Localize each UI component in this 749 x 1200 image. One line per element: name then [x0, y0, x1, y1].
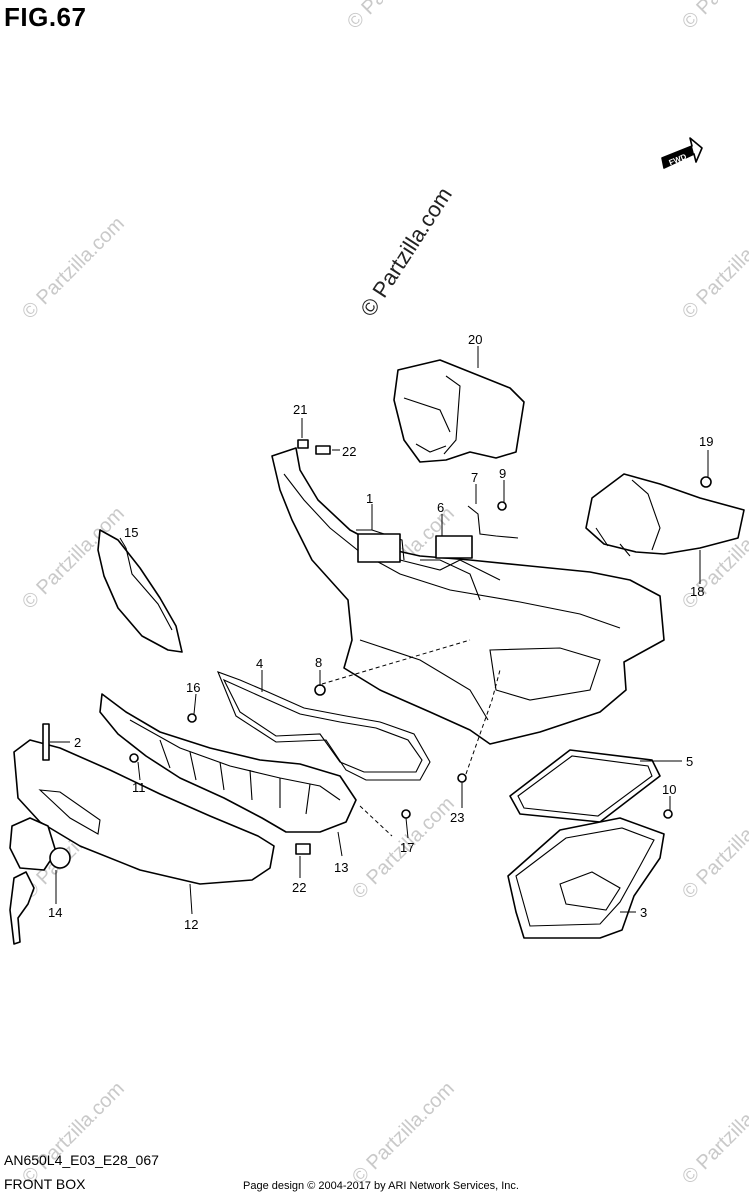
callout-13: 13: [334, 860, 348, 875]
callout-5: 5: [686, 754, 693, 769]
part-20-upper-cover: [393, 359, 525, 463]
small-hardware: [129, 439, 712, 855]
part-6-block: [435, 535, 473, 559]
callout-18: 18: [690, 584, 704, 599]
part-3-lower-box: [507, 817, 665, 939]
callout-7: 7: [471, 470, 478, 485]
callout-8: 8: [315, 655, 322, 670]
watermark: © Partzilla.com: [18, 213, 129, 324]
part-19-screw: [700, 476, 712, 488]
callout-numbers: 1 2 3 4 5 6 7 8 9 10 11 12 13 14 15 16 1…: [48, 332, 713, 932]
part-22-cushion: [315, 445, 331, 455]
footer-copyright: Page design © 2004-2017 by ARI Network S…: [243, 1180, 519, 1192]
callout-1: 1: [366, 491, 373, 506]
part-23-screw: [457, 773, 467, 783]
callout-2: 2: [74, 735, 81, 750]
part-8-screw: [314, 684, 326, 696]
leader-lines: [50, 346, 709, 915]
callout-21: 21: [293, 402, 307, 417]
part-12-front-panel: [13, 739, 275, 885]
part-11-screw: [129, 753, 139, 763]
part-13-grille-frame: [99, 693, 357, 833]
callout-22-lower: 22: [292, 880, 306, 895]
callout-15: 15: [124, 525, 138, 540]
callout-20: 20: [468, 332, 482, 347]
part-17-screw: [401, 809, 411, 819]
part-5-seal: [509, 749, 661, 823]
part-15-left-cover: [97, 529, 183, 653]
part-4-seal: [217, 671, 431, 781]
callout-3: 3: [640, 905, 647, 920]
callout-14: 14: [48, 905, 62, 920]
figure-code: AN650L4_E03_E28_067: [4, 1152, 159, 1168]
watermark: © Partzilla.com: [678, 1078, 749, 1189]
callout-6: 6: [437, 500, 444, 515]
part-2-pin: [42, 723, 50, 761]
callout-23: 23: [450, 810, 464, 825]
callout-19: 19: [699, 434, 713, 449]
watermark: © Partzilla.com: [18, 1078, 129, 1189]
part-16-screw: [187, 713, 197, 723]
part-21-nut: [297, 439, 309, 449]
part-22-cushion-lower: [295, 843, 311, 855]
part-14-lock: [9, 817, 71, 945]
callout-17: 17: [400, 840, 414, 855]
watermark: © Partzilla.com: [348, 1078, 459, 1189]
watermark: © Partzilla.com: [678, 793, 749, 904]
callout-22: 22: [342, 444, 356, 459]
watermark: © Partzilla.com: [678, 0, 749, 34]
part-10-screw: [663, 809, 673, 819]
watermark-center: © Partzilla.com: [355, 183, 457, 321]
part-9-screw: [497, 501, 507, 511]
figure-subtitle: FRONT BOX: [4, 1176, 86, 1192]
callout-11: 11: [132, 780, 146, 795]
callout-12: 12: [184, 917, 198, 932]
watermark: © Partzilla.com: [678, 213, 749, 324]
figure-title: FIG.67: [4, 2, 87, 32]
part-7-wire: [467, 505, 519, 539]
callout-4: 4: [256, 656, 263, 671]
callout-9: 9: [499, 466, 506, 481]
part-18-right-cover: [585, 473, 745, 557]
fwd-arrow-icon: FWD: [661, 137, 703, 169]
watermark: © Partzilla.com: [343, 0, 454, 34]
callout-16: 16: [186, 680, 200, 695]
callout-10: 10: [662, 782, 676, 797]
